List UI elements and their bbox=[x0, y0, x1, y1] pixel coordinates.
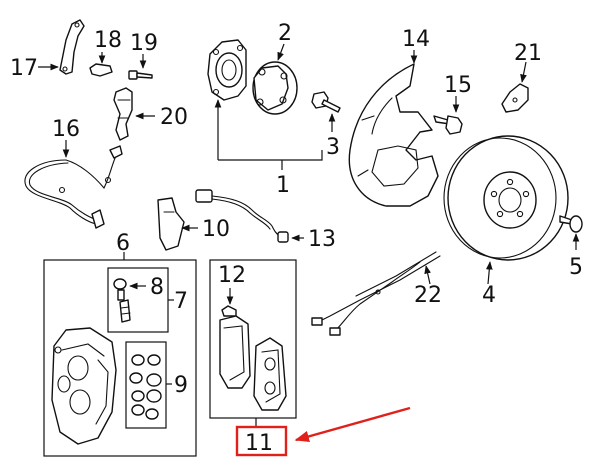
callout-11: 11 bbox=[245, 431, 273, 456]
brake-rotor-4 bbox=[443, 135, 569, 261]
callout-22: 22 bbox=[414, 283, 442, 308]
clip-21 bbox=[501, 83, 529, 113]
brake-pad-outer bbox=[253, 337, 287, 411]
bolt-19 bbox=[128, 70, 153, 80]
callout-2: 2 bbox=[278, 21, 292, 46]
sensor-bracket-20 bbox=[113, 87, 133, 141]
bearing-housing-1 bbox=[207, 39, 247, 101]
callout-18: 18 bbox=[94, 28, 122, 53]
callout-16: 16 bbox=[52, 117, 80, 142]
clip-18 bbox=[89, 63, 113, 77]
caliper-box-6 bbox=[43, 259, 197, 457]
hub-2 bbox=[252, 61, 298, 115]
brake-caliper-6 bbox=[51, 327, 117, 445]
callout-20: 20 bbox=[160, 105, 188, 130]
callout-8: 8 bbox=[150, 275, 164, 300]
callout-13: 13 bbox=[308, 227, 336, 252]
brake-pads-box-11 bbox=[209, 259, 297, 419]
seal-rings-9 bbox=[129, 354, 162, 420]
brake-pad-inner bbox=[219, 315, 251, 389]
callout-10: 10 bbox=[202, 217, 230, 242]
callout-7: 7 bbox=[174, 289, 188, 314]
bleeder-screw-8 bbox=[119, 299, 131, 323]
bracket-17 bbox=[59, 19, 85, 75]
sensor-10 bbox=[157, 197, 185, 251]
axle-bolt-3 bbox=[311, 91, 341, 113]
callout-3: 3 bbox=[326, 135, 340, 160]
callout-9: 9 bbox=[174, 373, 188, 398]
wear-sensor-wire-22 bbox=[311, 251, 441, 336]
callout-6: 6 bbox=[116, 231, 130, 256]
callout-5: 5 bbox=[569, 255, 583, 280]
splash-shield-14 bbox=[348, 63, 439, 207]
callout-12: 12 bbox=[218, 263, 246, 288]
callout-1: 1 bbox=[276, 173, 290, 198]
bolt-15 bbox=[433, 115, 463, 135]
highlight-marker bbox=[235, 406, 411, 457]
bleeder-8 bbox=[113, 278, 127, 301]
callout-4: 4 bbox=[482, 283, 496, 308]
wire-harness-16 bbox=[24, 145, 123, 229]
pad-clip-12 bbox=[221, 305, 237, 317]
wear-sensor-13 bbox=[195, 189, 289, 243]
callout-15: 15 bbox=[444, 73, 472, 98]
callout-19: 19 bbox=[130, 31, 158, 56]
callout-21: 21 bbox=[514, 41, 542, 66]
callout-14: 14 bbox=[402, 27, 430, 52]
screw-5 bbox=[559, 215, 583, 233]
seal-kit-box-9 bbox=[125, 341, 167, 429]
callout-17: 17 bbox=[10, 56, 38, 81]
